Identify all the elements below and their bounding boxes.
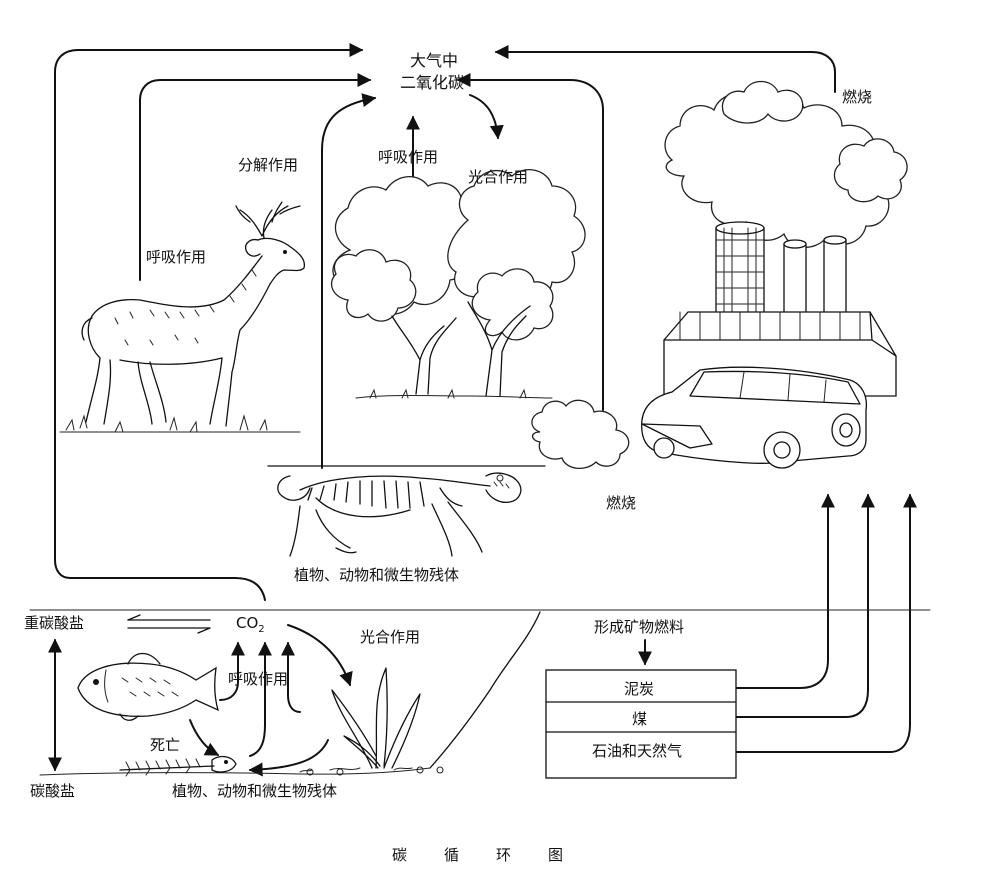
atmosphere-label-1: 大气中 bbox=[410, 51, 458, 70]
arrow-bicarbonate-to-co2-head bbox=[197, 627, 211, 634]
arrow-decomposition-to-atmosphere bbox=[139, 73, 372, 281]
ground-lines bbox=[29, 465, 931, 776]
respiration-water-label: 呼吸作用 bbox=[228, 670, 288, 688]
caption-char-2: 循 bbox=[444, 846, 459, 864]
chimney-large bbox=[715, 227, 765, 323]
arrow-ocean-to-atmosphere bbox=[54, 43, 364, 601]
trees-illustration bbox=[331, 169, 586, 399]
decomposition-label: 分解作用 bbox=[238, 156, 298, 174]
exhaust-smoke bbox=[531, 399, 630, 469]
remains-land-label: 植物、动物和微生物残体 bbox=[294, 566, 459, 584]
flow-arrows bbox=[48, 43, 917, 777]
co2-water-label: CO2 bbox=[236, 614, 265, 635]
arrow-remains-respiration-2 bbox=[281, 641, 301, 713]
arrow-fish-death bbox=[189, 719, 220, 756]
fish-skeleton-illustration bbox=[119, 755, 237, 777]
chimney-mid bbox=[783, 243, 807, 315]
car-illustration bbox=[531, 366, 868, 469]
arrow-fish-respiration bbox=[219, 641, 245, 701]
photosynthesis-water-label: 光合作用 bbox=[360, 628, 420, 646]
respiration-plant-label: 呼吸作用 bbox=[378, 148, 438, 166]
remains-water-label: 植物、动物和微生物残体 bbox=[172, 782, 337, 800]
arrow-seaweed-to-remains bbox=[248, 739, 329, 777]
bicarbonate-label: 重碳酸盐 bbox=[24, 614, 84, 632]
fossil-fuel-box bbox=[545, 669, 737, 779]
arrow-remains-to-atmosphere bbox=[321, 93, 377, 469]
caption-char-4: 图 bbox=[548, 846, 563, 864]
arrow-peat-up bbox=[735, 493, 835, 689]
arrow-photosynthesis bbox=[469, 94, 504, 140]
arrow-coal-up bbox=[735, 493, 875, 718]
arrow-right-return bbox=[456, 73, 604, 411]
caption-char-3: 环 bbox=[496, 846, 511, 864]
arrow-oil-up bbox=[735, 493, 917, 753]
peat-label: 泥炭 bbox=[624, 680, 654, 698]
lake-floor bbox=[39, 767, 431, 776]
fossil-fuel-table bbox=[545, 669, 737, 779]
labels: 大气中 二氧化碳 分解作用 呼吸作用 呼吸作用 光合作用 燃烧 燃烧 植物、动物… bbox=[24, 51, 872, 864]
seaweed-illustration bbox=[299, 667, 444, 776]
arrow-co2-to-seaweed bbox=[287, 624, 353, 687]
deer-illustration bbox=[59, 201, 306, 433]
combustion-car-label: 燃烧 bbox=[606, 494, 636, 512]
arrow-remains-respiration-1 bbox=[249, 641, 272, 757]
oil-gas-label: 石油和天然气 bbox=[592, 742, 682, 760]
caption-char-1: 碳 bbox=[392, 846, 407, 864]
fossil-formation-label: 形成矿物燃料 bbox=[594, 618, 684, 636]
combustion-factory-label: 燃烧 bbox=[842, 88, 872, 106]
coal-label: 煤 bbox=[632, 710, 647, 728]
skeleton-illustration bbox=[277, 472, 522, 557]
fish-illustration bbox=[77, 652, 220, 721]
arrow-combustion-to-atmosphere bbox=[494, 45, 836, 93]
lake-bank bbox=[429, 611, 541, 769]
atmosphere-label-2: 二氧化碳 bbox=[400, 73, 464, 92]
respiration-animal-label: 呼吸作用 bbox=[146, 248, 206, 266]
arrow-co2-to-bicarbonate-head bbox=[127, 614, 141, 621]
chimney-right bbox=[823, 239, 847, 315]
death-label: 死亡 bbox=[150, 736, 180, 754]
photosynthesis-land-label: 光合作用 bbox=[468, 168, 528, 186]
factory-illustration bbox=[663, 80, 908, 397]
carbonate-label: 碳酸盐 bbox=[30, 782, 75, 800]
